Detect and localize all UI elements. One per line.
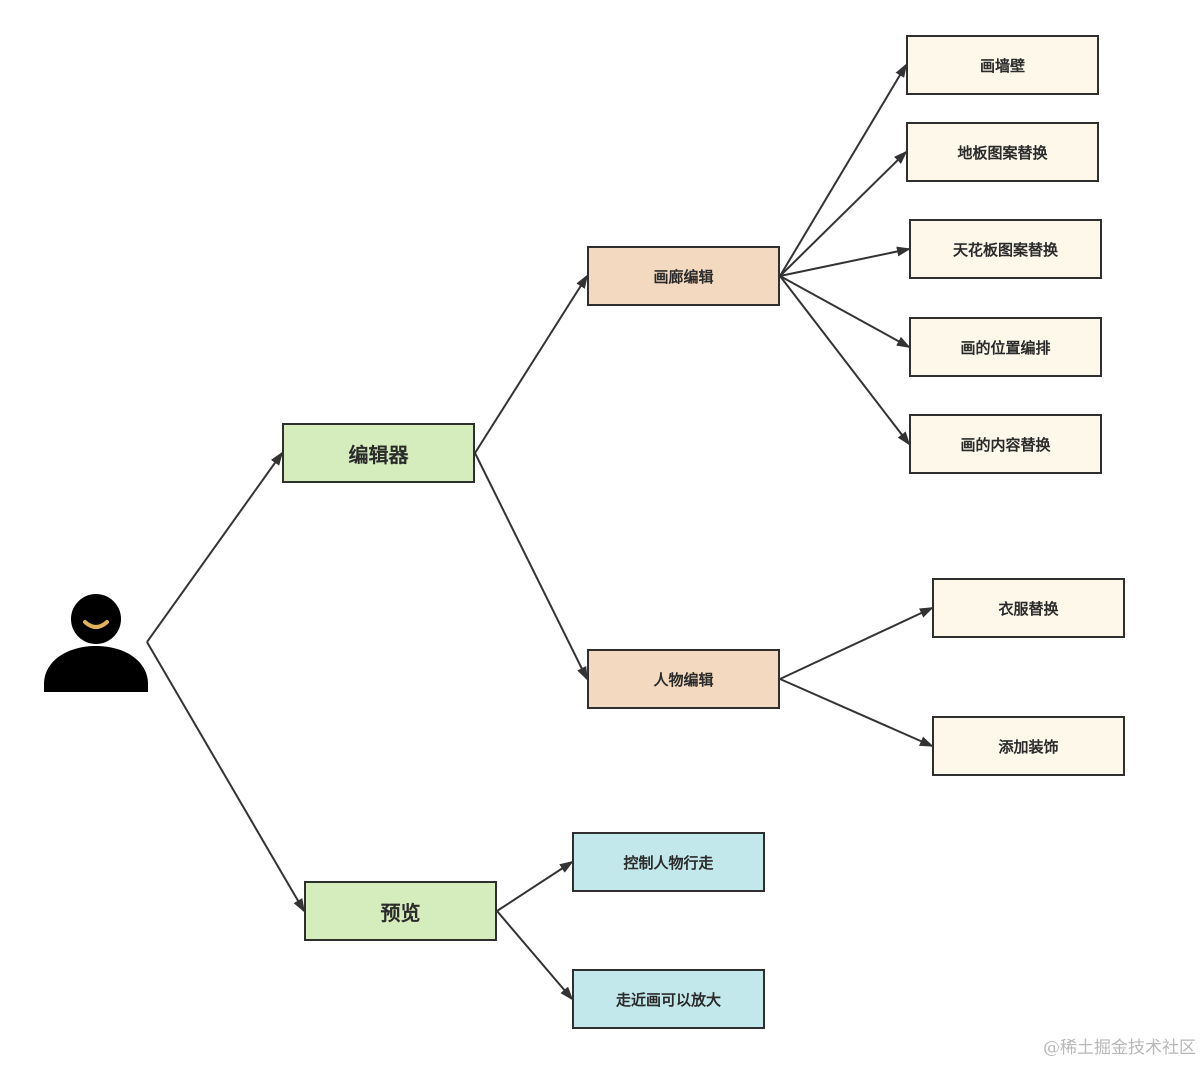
edge-character_edit-to-clothing_replace — [779, 607, 934, 680]
editor-node[interactable]: 编辑器 — [282, 423, 475, 483]
gallery-edit-label: 画廊编辑 — [653, 267, 714, 286]
painting-layout-label: 画的位置编排 — [960, 338, 1051, 357]
edge-gallery_edit-to-painting_layout — [779, 275, 911, 348]
add-accessories-label: 添加装饰 — [998, 737, 1059, 756]
paint-wall-node[interactable]: 画墙壁 — [906, 35, 1099, 95]
character-edit-node[interactable]: 人物编辑 — [587, 649, 780, 709]
edge-preview-to-control_walk — [496, 860, 574, 912]
user-icon — [44, 594, 148, 692]
edge-editor-to-gallery_edit — [474, 274, 589, 454]
edge-gallery_edit-to-paint_wall — [779, 63, 908, 277]
preview-node[interactable]: 预览 — [304, 881, 497, 941]
gallery-edit-node[interactable]: 画廊编辑 — [587, 246, 780, 306]
floor-pattern-label: 地板图案替换 — [957, 143, 1048, 162]
painting-content-label: 画的内容替换 — [960, 435, 1051, 454]
add-accessories-node[interactable]: 添加装饰 — [932, 716, 1125, 776]
clothing-replace-node[interactable]: 衣服替换 — [932, 578, 1125, 638]
zoom-painting-label: 走近画可以放大 — [615, 990, 721, 1009]
ceiling-pattern-label: 天花板图案替换 — [952, 240, 1058, 259]
edge-actor-to-editor — [146, 451, 284, 643]
zoom-painting-node[interactable]: 走近画可以放大 — [572, 969, 765, 1029]
watermark: @稀土掘金技术社区 — [1043, 1038, 1196, 1058]
editor-label: 编辑器 — [348, 442, 409, 467]
paint-wall-label: 画墙壁 — [979, 56, 1025, 75]
character-edit-label: 人物编辑 — [653, 670, 714, 689]
edge-gallery_edit-to-floor_pattern — [779, 150, 908, 277]
painting-layout-node[interactable]: 画的位置编排 — [909, 317, 1102, 377]
control-walk-node[interactable]: 控制人物行走 — [572, 832, 765, 892]
clothing-replace-label: 衣服替换 — [998, 599, 1059, 618]
ceiling-pattern-node[interactable]: 天花板图案替换 — [909, 219, 1102, 279]
edge-preview-to-zoom_painting — [496, 910, 574, 1001]
edge-gallery_edit-to-painting_content — [779, 275, 911, 446]
edge-gallery_edit-to-ceiling_pattern — [779, 246, 911, 277]
edge-character_edit-to-add_accessories — [779, 678, 934, 747]
user-body — [44, 646, 148, 692]
control-walk-label: 控制人物行走 — [623, 853, 714, 872]
smile-mark — [83, 620, 109, 629]
preview-label: 预览 — [380, 900, 421, 925]
user-head — [71, 594, 121, 644]
floor-pattern-node[interactable]: 地板图案替换 — [906, 122, 1099, 182]
edge-editor-to-character_edit — [474, 452, 588, 681]
edge-actor-to-preview — [146, 641, 306, 913]
painting-content-node[interactable]: 画的内容替换 — [909, 414, 1102, 474]
